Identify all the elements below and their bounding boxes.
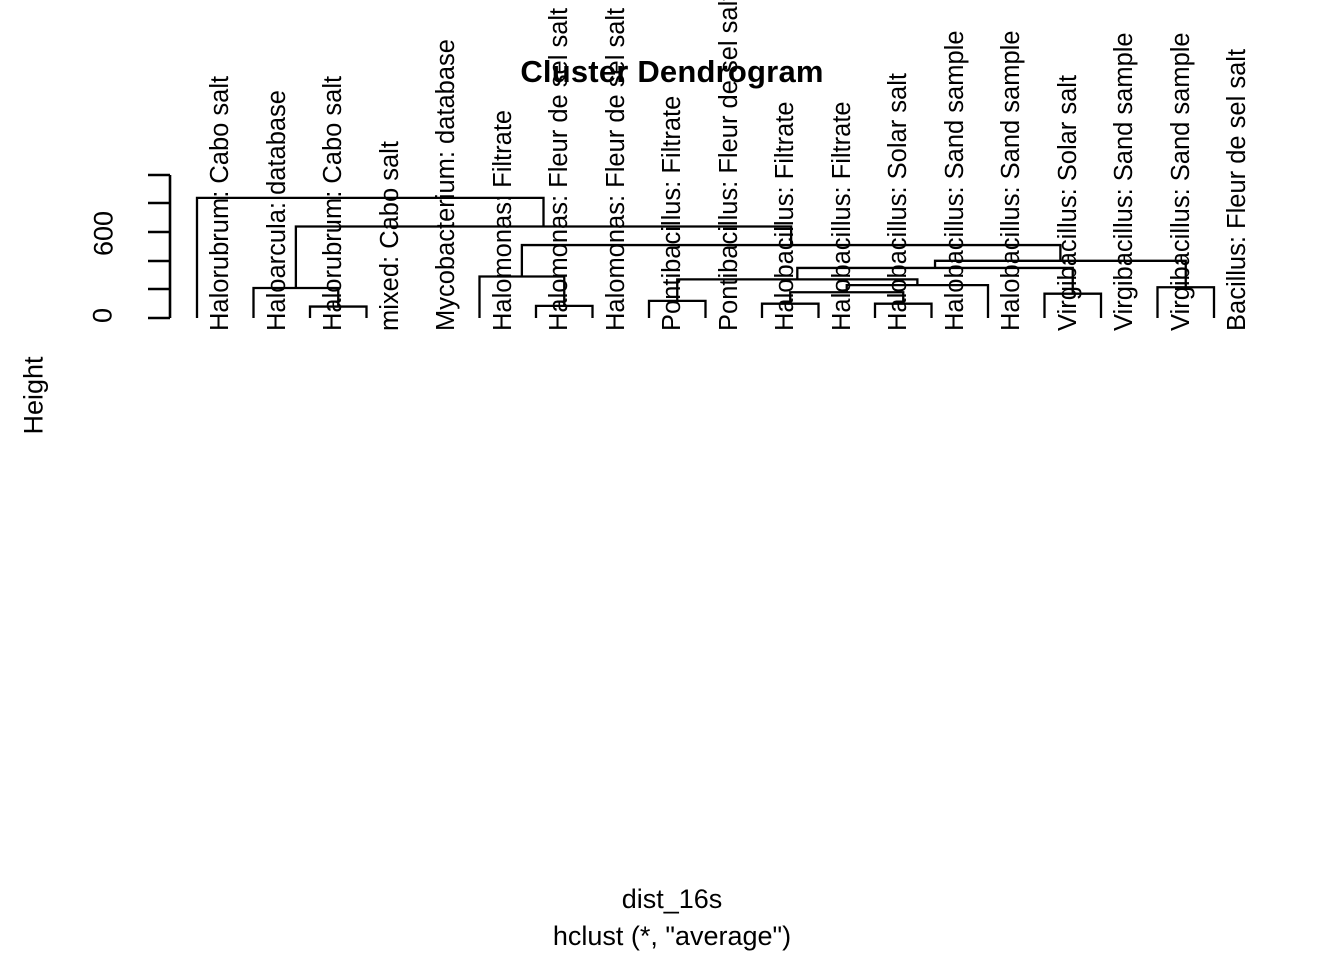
leaf-label-2: Halorubrum: Cabo salt xyxy=(319,75,347,331)
leaf-label-18: Bacillus: Fleur de sel salt xyxy=(1223,48,1251,331)
leaf-label-9: Pontibacillus: Fleur de sel salt xyxy=(714,0,743,331)
y-tick-label-600: 600 xyxy=(88,210,119,257)
leaf-label-8: Pontibacillus: Filtrate xyxy=(658,95,686,331)
page-title: Cluster Dendrogram xyxy=(520,54,824,89)
leaf-label-6: Halomonas: Fleur de sel salt xyxy=(545,7,573,331)
leaf-label-16: Virgibacillus: Sand sample xyxy=(1110,32,1138,331)
y-axis-title: Height xyxy=(18,356,49,435)
leaf-label-14: Halobacillus: Sand sample xyxy=(997,30,1025,332)
leaf-label-0: Halorubrum: Cabo salt xyxy=(206,75,234,331)
leaf-label-3: mixed: Cabo salt xyxy=(375,141,404,331)
leaf-label-11: Halobacillus: Filtrate xyxy=(827,101,856,331)
x-axis-caption-method: hclust (*, "average") xyxy=(552,921,792,951)
leaf-label-10: Halobacillus: Filtrate xyxy=(771,101,799,331)
dendrogram-links xyxy=(195,196,1216,318)
x-axis-caption-primary: dist_16s xyxy=(621,884,723,914)
leaf-label-5: Halomonas: Filtrate xyxy=(488,109,517,331)
leaf-label-12: Halobacillus: Solar salt xyxy=(884,73,912,331)
y-axis xyxy=(148,173,172,320)
leaf-label-15: Virgibacillus: Solar salt xyxy=(1053,74,1082,331)
leaf-label-4: Mycobacterium: database xyxy=(432,39,460,331)
leaf-label-1: Haloarcula: database xyxy=(262,90,291,331)
leaf-label-17: Virgibacillus: Sand sample xyxy=(1166,32,1195,331)
leaf-label-13: Halobacillus: Sand sample xyxy=(940,30,969,332)
dendrogram-link-m17 xyxy=(195,196,545,318)
y-tick-label-0: 0 xyxy=(87,307,118,324)
leaf-label-7: Halomonas: Fleur de sel salt xyxy=(601,7,630,331)
